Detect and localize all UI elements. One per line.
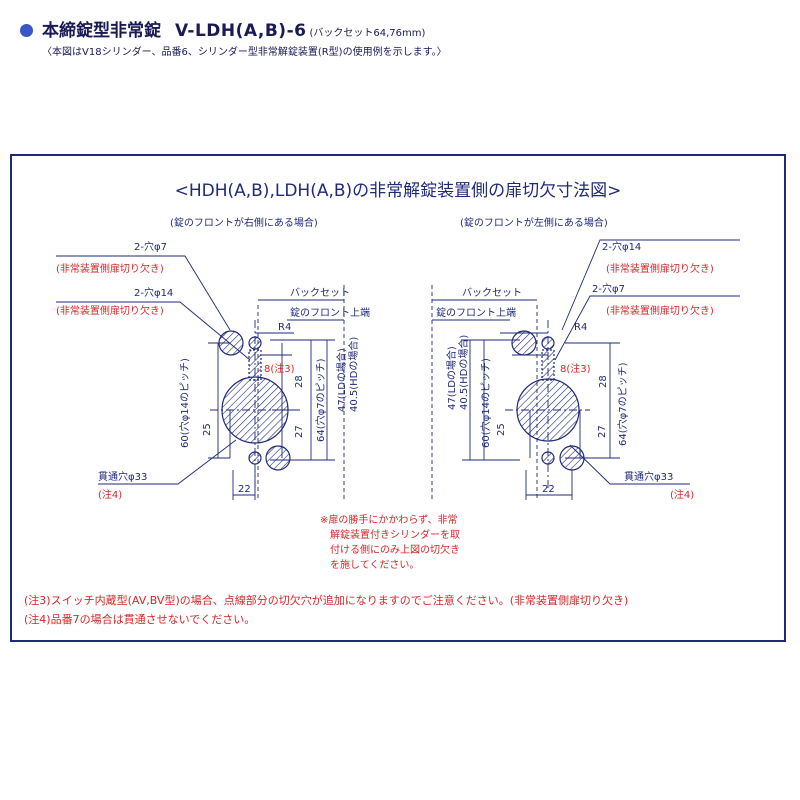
right-backset-label: バックセット (462, 287, 522, 299)
left-cut1-label: (非常装置側扉切り欠き) (56, 262, 164, 275)
center-note-line3: 付ける側にのみ上図の切欠き (330, 543, 460, 556)
left-hole-phi14-bottom (265, 445, 291, 471)
left-d25-label: 25 (202, 423, 213, 436)
left-hole-phi7-top (248, 336, 262, 350)
right-note4-label: (注4) (670, 488, 694, 501)
right-d28-label: 28 (598, 375, 609, 388)
left-holes (218, 330, 291, 471)
right-switch-slot (541, 349, 555, 381)
left-d64-label: 64(穴φ7のピッチ) (314, 358, 327, 442)
title-row: 本締錠型非常錠 V-LDH(A,B)-6 (バックセット64,76mm) (20, 16, 790, 41)
right-front-top-label: 錠のフロント上端 (436, 306, 516, 319)
right-holes (511, 330, 585, 471)
subtitle: 〈本図はV18シリンダー、品番6、シリンダー型非常解錠装置(R型)の使用例を示し… (42, 47, 447, 58)
right-hole2-label: 2-穴φ7 (592, 282, 625, 295)
right-hole-phi14-bottom (559, 445, 585, 471)
left-through-hole (221, 376, 289, 444)
right-hole-phi7-top (541, 336, 555, 350)
left-hole2-label: 2-穴φ14 (134, 286, 173, 299)
left-d60-label: 60(穴φ14のピッチ) (178, 358, 191, 448)
right-d27-label: 27 (597, 425, 608, 438)
left-labels: (錠のフロントが右側にある場合) 2-穴φ7 (非常装置側扉切り欠き) 2-穴φ… (56, 216, 370, 501)
right-cut1-label: (非常装置側扉切り欠き) (606, 262, 714, 275)
center-note: ※扉の勝手にかかわらず、非常 解錠装置付きシリンダーを取 付ける側にのみ上図の切… (320, 513, 460, 571)
left-hole1-label: 2-穴φ7 (134, 240, 167, 253)
right-r4-label: R4 (574, 322, 587, 333)
right-through-label: 貫通穴φ33 (624, 470, 673, 483)
page-header: 本締錠型非常錠 V-LDH(A,B)-6 (バックセット64,76mm) 〈本図… (20, 16, 790, 58)
bullet-icon (20, 24, 33, 37)
diagram-title: <HDH(A,B),LDH(A,B)の非常解錠装置側の扉切欠寸法図> (175, 181, 622, 201)
left-d405-label: 40.5(HDの場合) (347, 337, 360, 412)
right-hole1-label: 2-穴φ14 (602, 240, 641, 253)
footnote-4: (注4)品番7の場合は貫通させないでください。 (24, 612, 255, 626)
backset-note: (バックセット64,76mm) (309, 28, 426, 39)
right-d47-label: 47(LDの場合) (445, 346, 458, 410)
right-cut2-label: (非常装置側扉切り欠き) (606, 304, 714, 317)
right-labels: (錠のフロントが左側にある場合) 2-穴φ14 (非常装置側扉切り欠き) 2-穴… (436, 216, 714, 501)
left-cut2-label: (非常装置側扉切り欠き) (56, 304, 164, 317)
center-note-line4: を施してください。 (330, 558, 419, 571)
left-hole-phi14-top (218, 330, 244, 356)
diagram-frame (10, 154, 786, 642)
right-d60-label: 60(穴φ14のピッチ) (479, 358, 492, 448)
center-note-line1: ※扉の勝手にかかわらず、非常 (320, 513, 457, 526)
left-d22-label: 22 (238, 484, 251, 495)
right-d405-label: 40.5(HDの場合) (457, 335, 470, 410)
left-through-label: 貫通穴φ33 (98, 470, 147, 483)
left-switch-slot (248, 349, 262, 381)
right-hole-phi14-top (511, 330, 537, 356)
left-d27-label: 27 (294, 425, 305, 438)
right-d22-label: 22 (542, 484, 555, 495)
center-note-line2: 解錠装置付きシリンダーを取 (330, 528, 460, 541)
left-backset-label: バックセット (290, 287, 350, 299)
right-note3-label: 8(注3) (560, 362, 591, 375)
right-d25-label: 25 (496, 423, 507, 436)
left-note3-label: 8(注3) (264, 362, 295, 375)
right-hole-phi7-bottom (541, 451, 555, 465)
right-d64-label: 64(穴φ7のピッチ) (616, 362, 629, 446)
model-number: V-LDH(A,B)-6 (175, 21, 307, 41)
product-title: 本締錠型非常錠 (42, 21, 161, 41)
left-d28-label: 28 (294, 375, 305, 388)
left-front-top-label: 錠のフロント上端 (290, 306, 370, 319)
left-note4-label: (注4) (98, 488, 122, 501)
footnote-3: (注3)スイッチ内蔵型(AV,BV型)の場合、点線部分の切欠穴が追加になりますの… (24, 593, 628, 607)
left-hole-phi7-bottom (248, 451, 262, 465)
left-caption: (錠のフロントが右側にある場合) (170, 216, 318, 229)
left-r4-label: R4 (278, 322, 291, 333)
right-caption: (錠のフロントが左側にある場合) (460, 216, 608, 229)
right-through-hole (516, 378, 580, 442)
left-d47-label: 47(LDの場合) (335, 348, 348, 412)
